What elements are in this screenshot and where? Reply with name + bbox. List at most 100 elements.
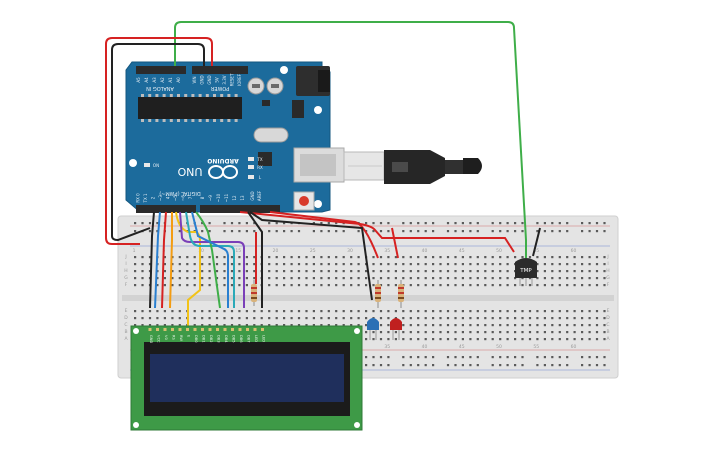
lcd-pin[interactable] <box>246 328 249 331</box>
breadboard-hole[interactable] <box>230 256 234 259</box>
breadboard-hole[interactable] <box>543 277 546 280</box>
breadboard-hole[interactable] <box>402 338 405 341</box>
breadboard-hole[interactable] <box>454 256 457 259</box>
breadboard-hole[interactable] <box>543 230 546 233</box>
breadboard-hole[interactable] <box>320 277 323 280</box>
breadboard-hole[interactable] <box>327 310 330 313</box>
wire-green-sensor[interactable] <box>174 21 527 258</box>
breadboard-hole[interactable] <box>245 324 248 327</box>
breadboard-hole[interactable] <box>387 356 390 359</box>
breadboard-hole[interactable] <box>394 256 397 259</box>
breadboard-hole[interactable] <box>320 317 323 320</box>
breadboard-hole[interactable] <box>558 230 561 233</box>
breadboard-hole[interactable] <box>394 263 397 266</box>
reset-button-cap[interactable] <box>299 196 309 206</box>
breadboard-hole[interactable] <box>365 284 368 287</box>
breadboard-hole[interactable] <box>402 256 405 259</box>
breadboard-hole[interactable] <box>439 324 442 327</box>
breadboard-hole[interactable] <box>528 256 532 259</box>
breadboard-hole[interactable] <box>163 256 166 259</box>
breadboard-hole[interactable] <box>357 284 360 287</box>
breadboard-hole[interactable] <box>514 230 517 233</box>
breadboard-hole[interactable] <box>305 310 308 313</box>
breadboard-hole[interactable] <box>387 364 390 367</box>
breadboard-hole[interactable] <box>402 270 405 273</box>
breadboard-hole[interactable] <box>461 277 464 280</box>
breadboard-hole[interactable] <box>506 263 509 266</box>
breadboard-hole[interactable] <box>469 317 472 320</box>
breadboard-hole[interactable] <box>201 284 204 287</box>
breadboard-hole[interactable] <box>163 310 166 313</box>
breadboard-hole[interactable] <box>476 222 479 225</box>
breadboard-hole[interactable] <box>417 277 420 280</box>
breadboard-hole[interactable] <box>469 277 472 280</box>
breadboard-hole[interactable] <box>327 317 330 320</box>
breadboard-hole[interactable] <box>432 284 435 287</box>
breadboard-hole[interactable] <box>223 317 226 320</box>
breadboard-hole[interactable] <box>357 310 360 313</box>
breadboard-hole[interactable] <box>432 263 435 266</box>
breadboard-hole[interactable] <box>387 324 390 327</box>
breadboard-hole[interactable] <box>245 230 248 233</box>
breadboard-hole[interactable] <box>387 263 390 266</box>
breadboard-hole[interactable] <box>230 324 234 327</box>
breadboard-hole[interactable] <box>230 284 234 287</box>
breadboard-hole[interactable] <box>223 284 226 287</box>
breadboard-hole[interactable] <box>424 230 427 233</box>
breadboard-hole[interactable] <box>312 222 315 225</box>
breadboard-hole[interactable] <box>312 317 315 320</box>
breadboard-hole[interactable] <box>409 222 412 225</box>
breadboard-hole[interactable] <box>193 270 196 273</box>
breadboard-hole[interactable] <box>290 270 293 273</box>
breadboard-hole[interactable] <box>134 256 137 259</box>
breadboard-hole[interactable] <box>432 324 435 327</box>
breadboard-hole[interactable] <box>588 356 591 359</box>
breadboard-hole[interactable] <box>521 256 524 259</box>
breadboard-hole[interactable] <box>230 230 234 233</box>
breadboard-hole[interactable] <box>514 277 517 280</box>
breadboard-hole[interactable] <box>163 324 166 327</box>
breadboard-hole[interactable] <box>409 270 412 273</box>
breadboard-hole[interactable] <box>372 338 375 341</box>
breadboard-hole[interactable] <box>156 317 159 320</box>
breadboard-hole[interactable] <box>327 256 330 259</box>
breadboard-hole[interactable] <box>543 317 546 320</box>
breadboard-hole[interactable] <box>491 356 494 359</box>
breadboard-hole[interactable] <box>379 364 383 367</box>
breadboard-hole[interactable] <box>394 270 397 273</box>
breadboard-hole[interactable] <box>409 230 412 233</box>
breadboard-hole[interactable] <box>432 364 435 367</box>
breadboard-hole[interactable] <box>506 256 509 259</box>
breadboard-hole[interactable] <box>409 331 412 334</box>
breadboard-hole[interactable] <box>275 310 278 313</box>
breadboard-hole[interactable] <box>603 356 606 359</box>
breadboard-hole[interactable] <box>506 222 509 225</box>
breadboard-hole[interactable] <box>581 222 584 225</box>
breadboard-hole[interactable] <box>372 270 375 273</box>
breadboard-hole[interactable] <box>469 263 472 266</box>
breadboard-hole[interactable] <box>424 331 427 334</box>
breadboard-hole[interactable] <box>536 331 539 334</box>
breadboard-hole[interactable] <box>506 310 509 313</box>
breadboard-hole[interactable] <box>446 338 450 341</box>
breadboard-hole[interactable] <box>491 263 494 266</box>
breadboard-hole[interactable] <box>148 310 152 313</box>
breadboard-hole[interactable] <box>245 284 248 287</box>
breadboard-hole[interactable] <box>245 222 248 225</box>
breadboard-hole[interactable] <box>461 270 464 273</box>
breadboard-hole[interactable] <box>566 364 569 367</box>
breadboard-hole[interactable] <box>342 317 345 320</box>
breadboard-hole[interactable] <box>506 324 509 327</box>
breadboard-hole[interactable] <box>536 356 539 359</box>
breadboard-hole[interactable] <box>365 338 368 341</box>
wire-teal-lcd[interactable] <box>185 211 235 308</box>
breadboard-hole[interactable] <box>238 310 241 313</box>
breadboard-hole[interactable] <box>454 324 457 327</box>
lcd-pin[interactable] <box>261 328 264 331</box>
breadboard-hole[interactable] <box>335 222 338 225</box>
breadboard-hole[interactable] <box>469 270 472 273</box>
breadboard-hole[interactable] <box>186 263 189 266</box>
breadboard-hole[interactable] <box>432 230 435 233</box>
breadboard-hole[interactable] <box>134 270 137 273</box>
breadboard-hole[interactable] <box>469 284 472 287</box>
